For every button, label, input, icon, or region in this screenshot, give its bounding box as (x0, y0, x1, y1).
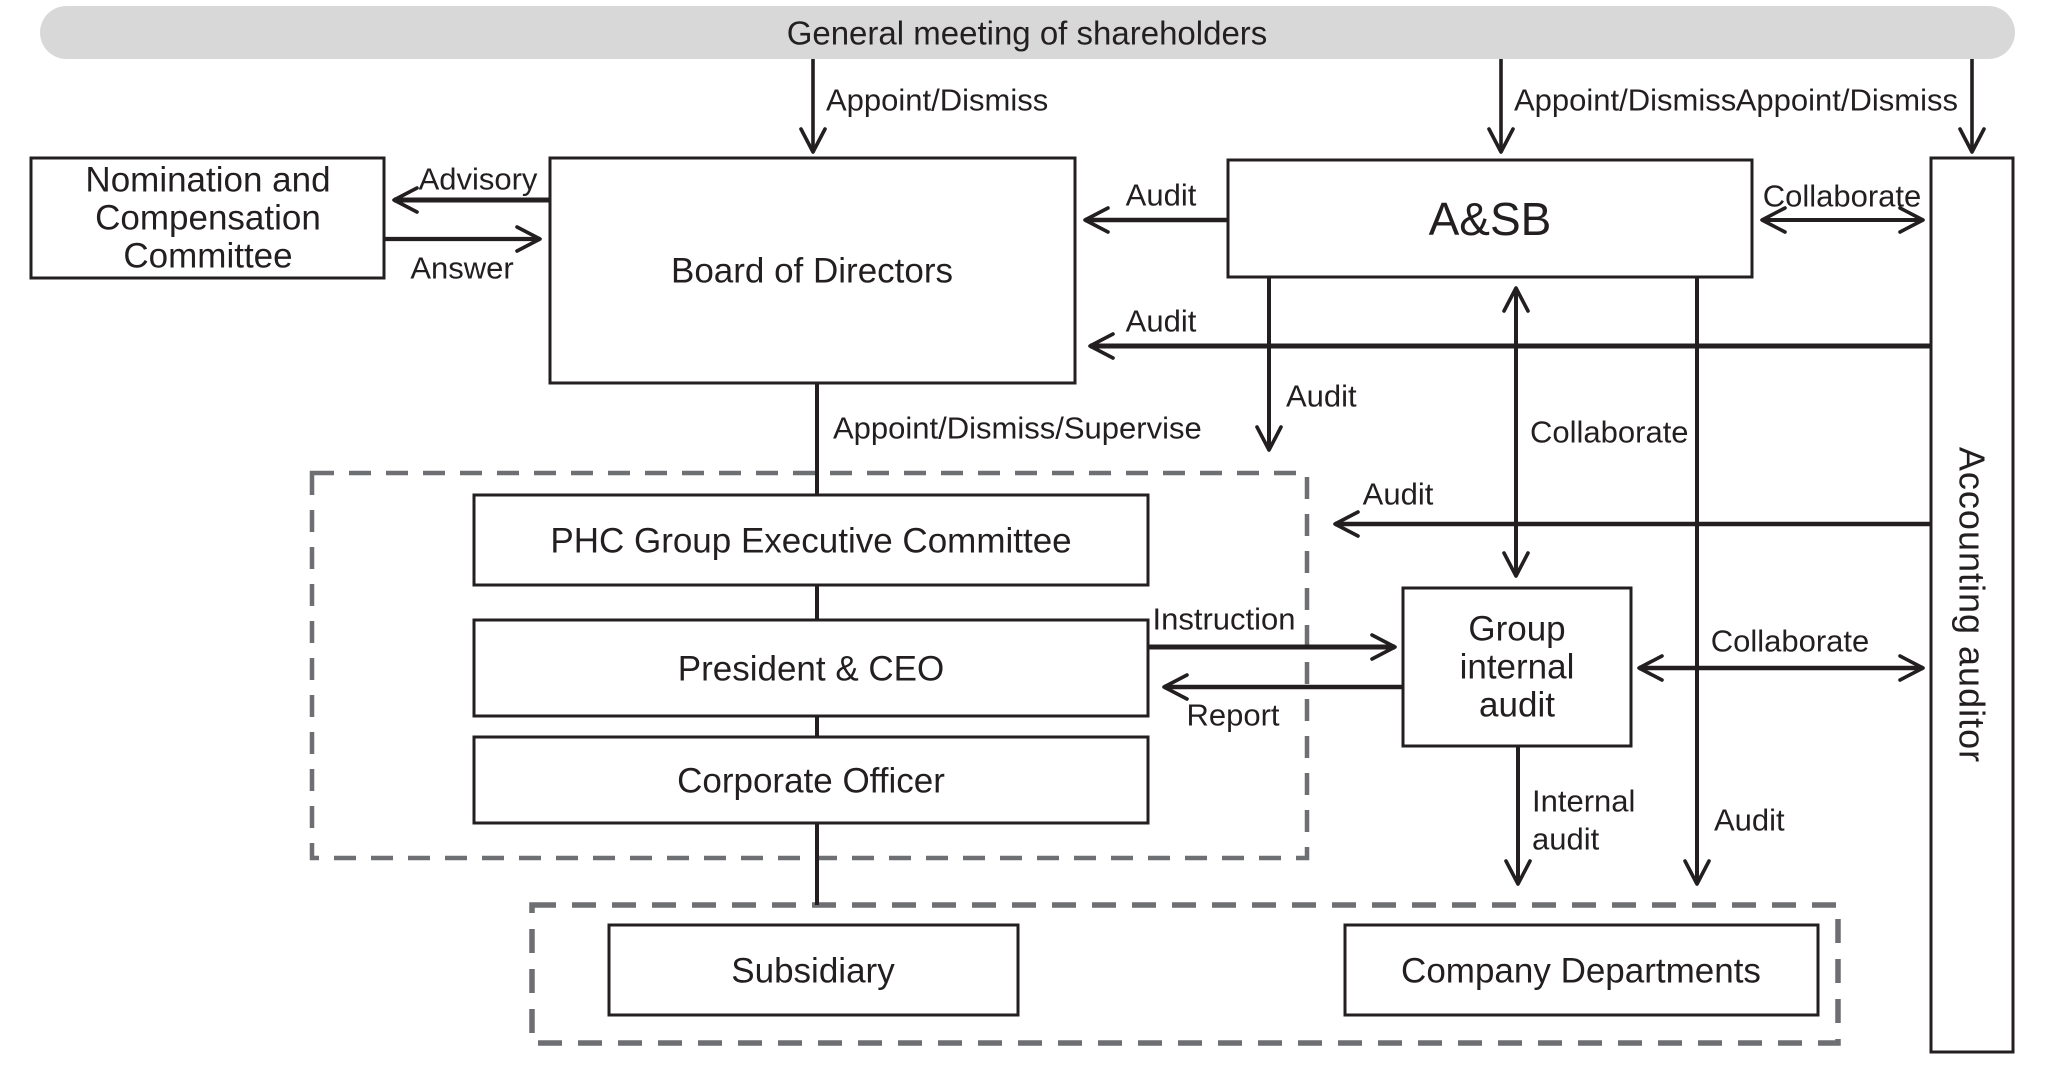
node-nomination-committee: Nomination and Compensation Committee (29, 156, 386, 280)
pill-shape (40, 6, 2015, 59)
advisory-label: Advisory (419, 162, 538, 197)
edge-collaborate-asb-auditor: Collaborate (1760, 179, 1925, 234)
nomination-committee-line1: Nomination and (85, 161, 330, 200)
audit-asb-departments-label: Audit (1714, 803, 1785, 838)
node-board-of-directors: Board of Directors (548, 156, 1077, 385)
executive-group-frame (309, 470, 1310, 861)
edge-collaborate-asb-gia: Collaborate (1502, 286, 1689, 578)
audit-asb-down-label: Audit (1286, 379, 1357, 414)
edge-appoint-dismiss-board: Appoint/Dismiss (799, 59, 1048, 154)
general-meeting-label: General meeting of shareholders (787, 15, 1268, 52)
subsidiary-label: Subsidiary (731, 952, 895, 991)
node-phc-executive-committee: PHC Group Executive Committee (472, 493, 1150, 587)
edge-collaborate-gia-auditor: Collaborate (1637, 624, 1925, 682)
edge-appoint-dismiss-auditor: Appoint/Dismiss (1736, 59, 1986, 154)
accounting-auditor-label: Accounting auditor (1952, 447, 1993, 763)
appoint-dismiss-supervise-label: Appoint/Dismiss/Supervise (833, 411, 1202, 446)
audit-asb-board-label: Audit (1126, 178, 1197, 213)
collaborate-asb-auditor-label: Collaborate (1763, 179, 1922, 214)
node-accounting-auditor: Accounting auditor (1929, 156, 2015, 1054)
president-ceo-label: President & CEO (678, 650, 945, 689)
edge-internal-audit: Internal audit (1504, 746, 1635, 886)
node-subsidiary: Subsidiary (607, 923, 1020, 1017)
edge-audit-asb-to-board: Audit (1083, 178, 1228, 234)
audit-auditor-board-label: Audit (1126, 304, 1197, 339)
edge-report: Report (1162, 673, 1403, 733)
answer-label: Answer (410, 251, 513, 286)
node-group-internal-audit: Group internal audit (1401, 586, 1633, 748)
report-label: Report (1186, 698, 1279, 733)
board-label: Board of Directors (671, 252, 953, 291)
phc-executive-committee-label: PHC Group Executive Committee (550, 522, 1071, 561)
asb-label: A&SB (1429, 193, 1552, 245)
edge-audit-asb-to-departments: Audit (1683, 277, 1785, 886)
group-internal-audit-line3: audit (1479, 686, 1555, 725)
corporate-officer-label: Corporate Officer (677, 762, 945, 801)
group-internal-audit-line1: Group (1468, 610, 1565, 649)
edge-audit-auditor-to-board: Audit (1088, 304, 1931, 360)
appoint-dismiss-asb-label: Appoint/Dismiss (1514, 83, 1736, 118)
audit-auditor-executives-label: Audit (1363, 477, 1434, 512)
edge-audit-asb-down: Audit (1255, 277, 1357, 452)
edge-audit-auditor-to-executives: Audit (1333, 477, 1931, 538)
internal-audit-label-line2: audit (1532, 822, 1600, 857)
nomination-committee-line2: Compensation (95, 199, 321, 238)
edge-instruction: Instruction (1148, 602, 1397, 661)
node-president-ceo: President & CEO (472, 618, 1150, 718)
collaborate-gia-auditor-label: Collaborate (1711, 624, 1870, 659)
edge-appoint-dismiss-asb: Appoint/Dismiss (1487, 59, 1736, 154)
general-meeting-pill: General meeting of shareholders (40, 6, 2015, 59)
node-asb: A&SB (1226, 158, 1754, 279)
internal-audit-label-line1: Internal (1532, 784, 1635, 819)
collaborate-asb-gia-label: Collaborate (1530, 415, 1689, 450)
company-departments-label: Company Departments (1401, 952, 1761, 991)
edge-appoint-dismiss-supervise: Appoint/Dismiss/Supervise (833, 411, 1202, 446)
appoint-dismiss-auditor-label: Appoint/Dismiss (1736, 83, 1958, 118)
nomination-committee-line3: Committee (123, 237, 292, 276)
node-company-departments: Company Departments (1343, 923, 1820, 1017)
edge-answer: Answer (384, 225, 542, 286)
group-internal-audit-line2: internal (1460, 648, 1575, 687)
edge-advisory: Advisory (392, 162, 550, 214)
appoint-dismiss-board-label: Appoint/Dismiss (826, 83, 1048, 118)
subsidiary-departments-frame (529, 902, 1841, 1046)
node-corporate-officer: Corporate Officer (472, 735, 1150, 825)
instruction-label: Instruction (1152, 602, 1295, 637)
